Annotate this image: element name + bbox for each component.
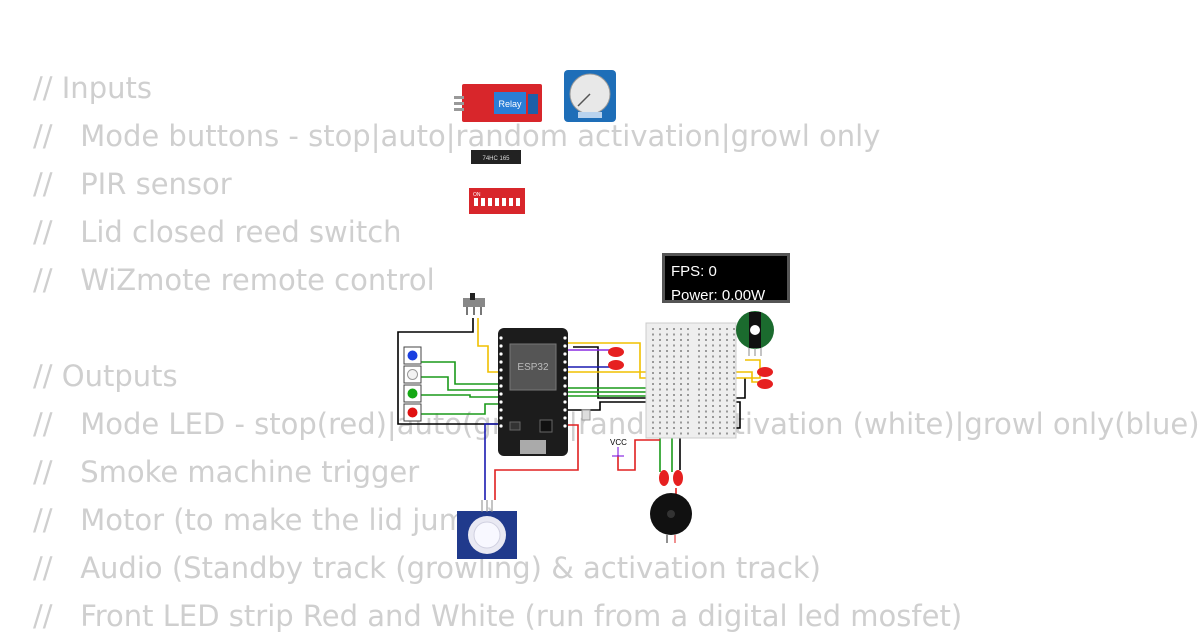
breadboard-holes [652, 328, 735, 435]
code-line: // Smoke machine trigger [33, 455, 420, 489]
vcc-label: VCC [610, 438, 627, 447]
code-editor[interactable]: // Inputs // Mode buttons - stop|auto|ran… [33, 64, 1200, 640]
led-red[interactable] [608, 347, 624, 370]
code-line: // Outputs [33, 359, 178, 393]
code-line: // Lid closed reed switch [33, 215, 402, 249]
slide-switch[interactable] [463, 293, 485, 315]
code-line: // Mode buttons - stop|auto|random activ… [33, 119, 881, 153]
mode-button-red[interactable] [403, 403, 422, 422]
led-red[interactable] [757, 367, 773, 389]
code-line: // Audio (Standby track (growling) & act… [33, 551, 821, 585]
mode-button-blue[interactable] [403, 346, 422, 365]
power-readout: Power: 0.00W [671, 287, 766, 304]
esp32-label: ESP32 [517, 362, 549, 373]
pir-sensor[interactable] [457, 500, 517, 559]
relay-module[interactable]: Relay [454, 84, 542, 122]
dip-label: ON [473, 192, 481, 198]
code-line: // Front LED strip Red and White (run fr… [33, 599, 963, 633]
code-line: // WiZmote remote control [33, 263, 435, 297]
relay-label: Relay [498, 99, 522, 109]
led-red[interactable] [659, 470, 683, 486]
esp32-board[interactable]: ESP32 [498, 328, 568, 456]
buzzer[interactable] [650, 493, 692, 543]
chip-label: 74HC 165 [482, 156, 510, 162]
reed-switch[interactable] [581, 409, 591, 421]
vcc-symbol: VCC [610, 438, 627, 457]
mode-button-white[interactable] [403, 365, 422, 384]
shift-register-chip[interactable]: 74HC 165 [471, 150, 521, 164]
code-line: // PIR sensor [33, 167, 232, 201]
dip-switch[interactable]: ON [469, 188, 525, 214]
potentiometer[interactable] [564, 70, 616, 122]
simulation-stats-panel: FPS: 0 Power: 0.00W [662, 253, 790, 304]
motor[interactable] [736, 311, 774, 356]
fps-readout: FPS: 0 [671, 263, 717, 280]
mode-button-green[interactable] [403, 384, 422, 403]
code-line: // Inputs [33, 71, 152, 105]
breadboard[interactable] [645, 322, 737, 439]
